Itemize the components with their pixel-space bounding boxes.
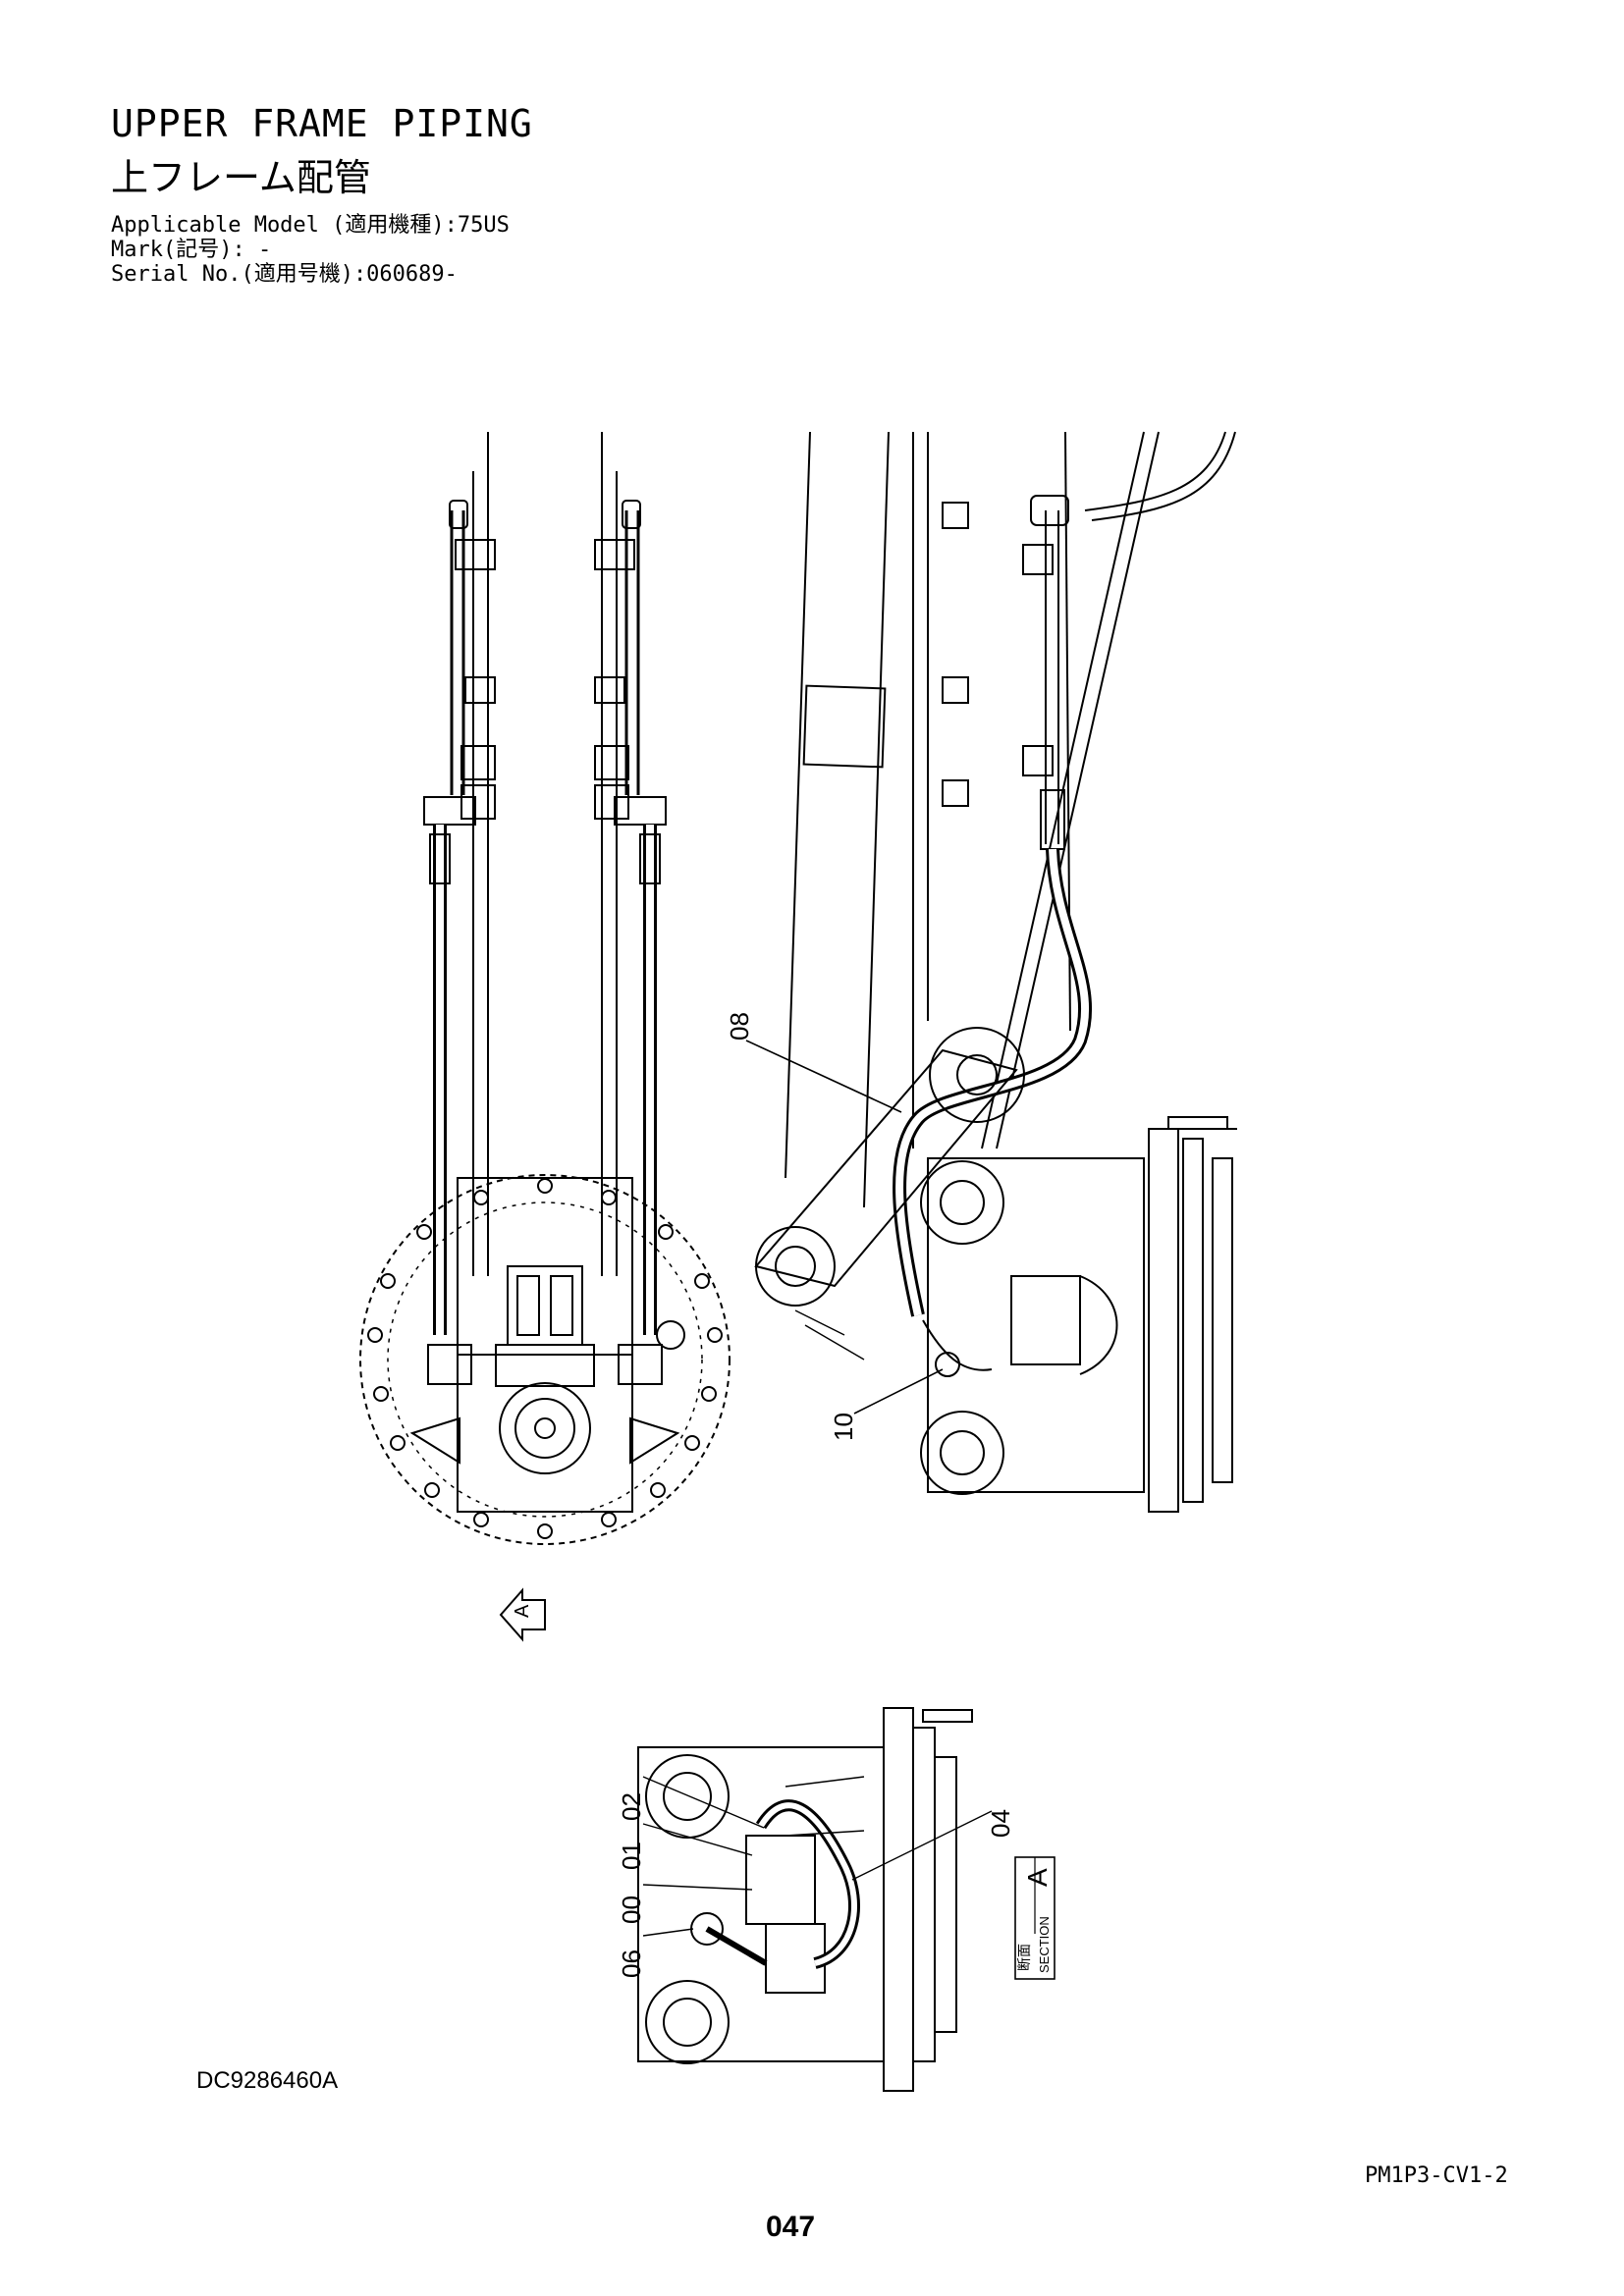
serial-number: Serial No.(適用号機):060689- [111,262,458,287]
applicable-model: Applicable Model (適用機種):75US [111,213,510,238]
callout-08: 08 [725,1012,754,1041]
callout-06: 06 [617,1949,646,1978]
page-title: UPPER FRAME PIPING [111,102,533,145]
callout-00: 00 [617,1896,646,1924]
right-view [745,431,1237,1513]
left-view [359,432,731,1545]
callout-01: 01 [617,1842,646,1870]
section-label-english: SECTION [1037,1916,1052,1973]
sheet-code: PM1P3-CV1-2 [1365,2163,1508,2188]
view-arrow-label: A [512,1604,533,1618]
mark: Mark(記号): - [111,238,272,262]
section-label-kanji: 断面 [1016,1944,1032,1971]
section-label-letter: A [1022,1868,1053,1887]
section-a-view [637,1707,993,2092]
page-title-japanese: 上フレーム配管 [111,156,371,199]
callout-04: 04 [986,1809,1015,1838]
callout-02: 02 [617,1792,646,1821]
section-view-arrow: A [499,1587,546,1642]
drawing-code: DC9286460A [196,2067,339,2094]
section-label: 断面 SECTION A [1014,1856,1056,1980]
page-number: 047 [766,2211,816,2243]
callout-10: 10 [829,1413,858,1441]
